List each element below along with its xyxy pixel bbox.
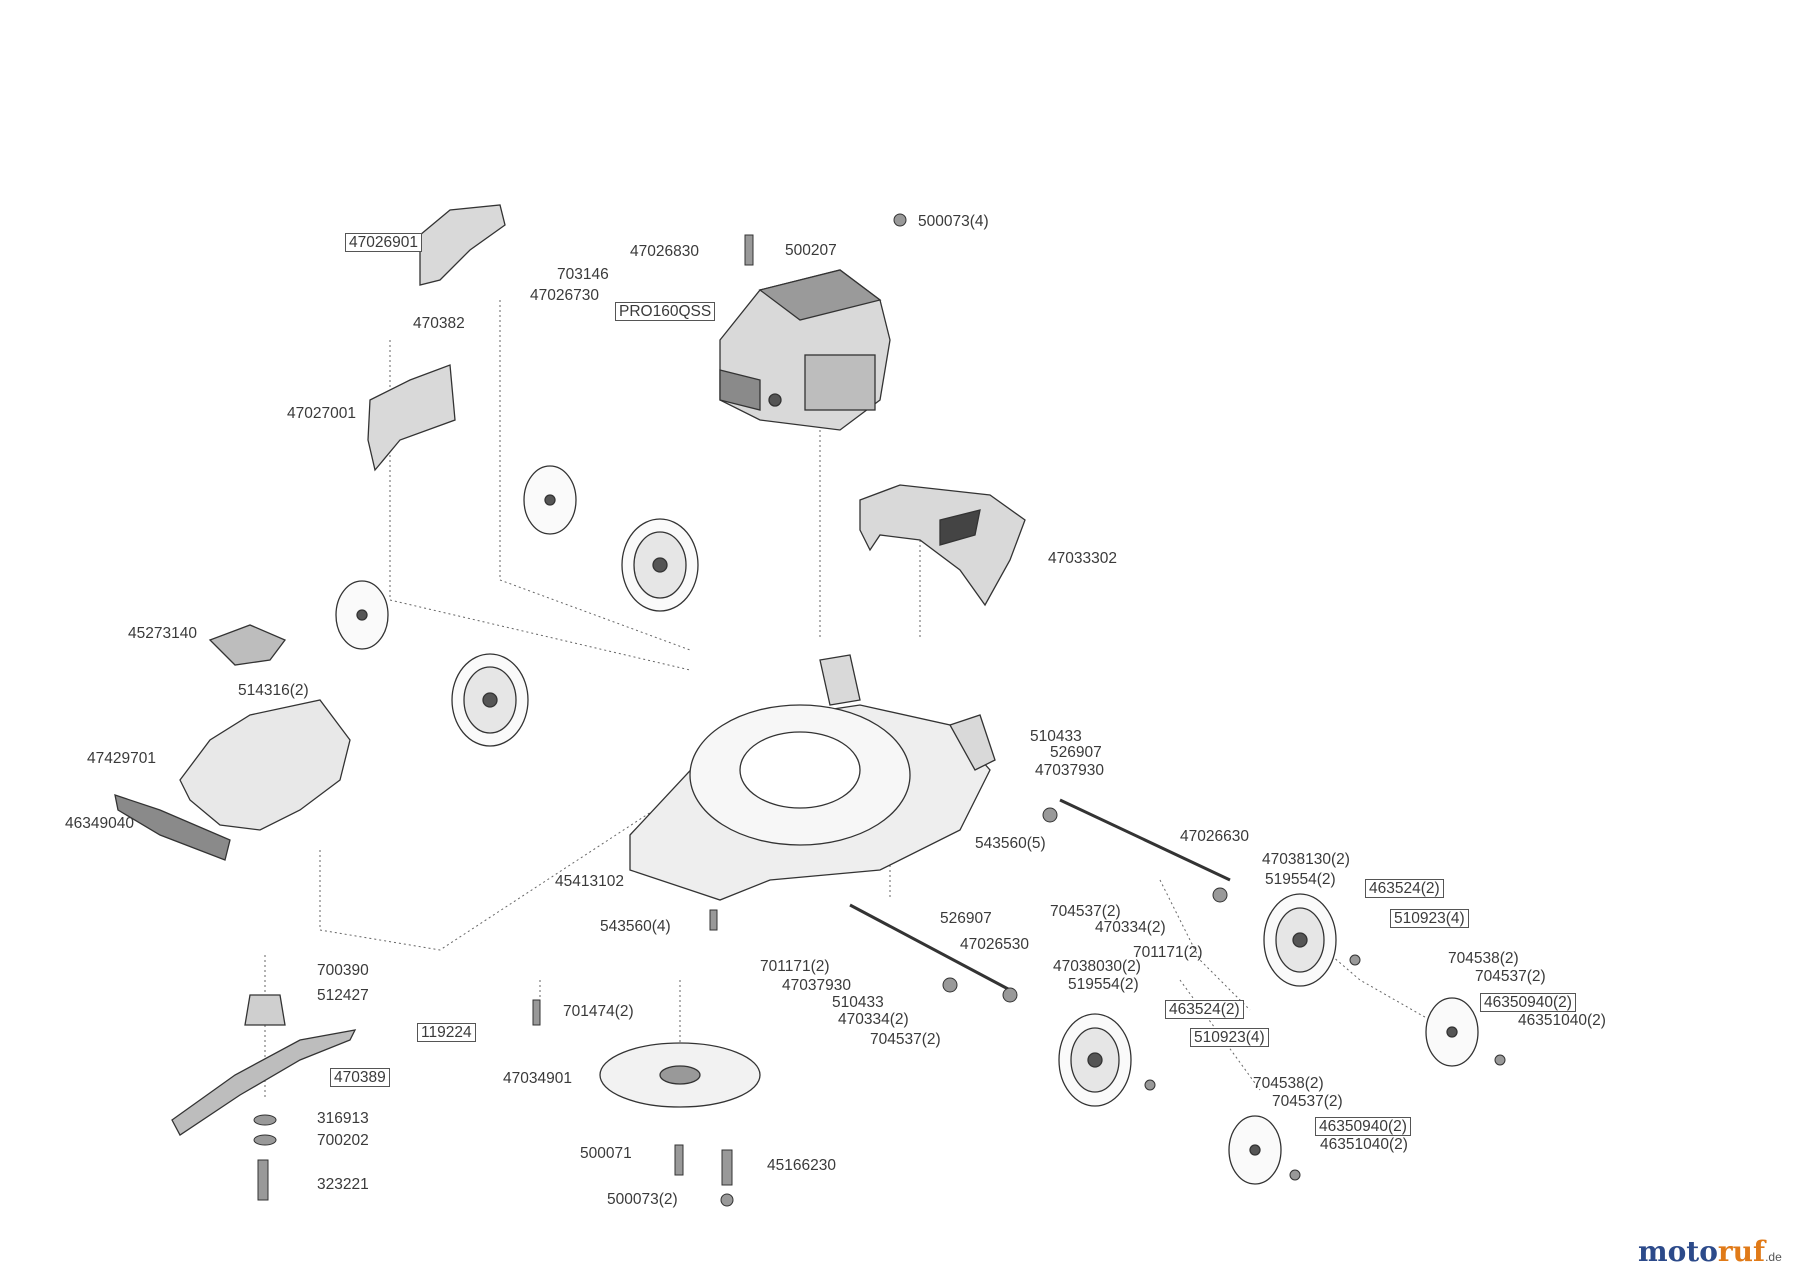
part-label-l17: 47037930: [1035, 762, 1104, 779]
part-label-l29: 526907: [940, 910, 992, 927]
part-label-l57: 704537(2): [1272, 1093, 1343, 1110]
part-label-l44: 700390: [317, 962, 369, 979]
badge-plate: [208, 624, 287, 666]
part-label-l37: 510433: [832, 994, 884, 1011]
brand-part1: moto: [1638, 1235, 1718, 1268]
part-label-l39: 704537(2): [870, 1031, 941, 1048]
part-label-l22: 463524(2): [1365, 879, 1444, 898]
part-label-l28: 543560(4): [600, 918, 671, 935]
part-label-l47: 470389: [330, 1068, 390, 1087]
part-label-l24: 470334(2): [1095, 919, 1166, 936]
wheel-rear-lower: [451, 653, 529, 747]
hubcap-rear-lower: [335, 580, 389, 650]
part-label-l01: 47026901: [345, 233, 422, 252]
rear-skirt: [179, 699, 351, 831]
part-label-l45: 512427: [317, 987, 369, 1004]
part-label-l53: 500071: [580, 1145, 632, 1162]
part-label-l41: 519554(2): [1068, 976, 1139, 993]
blade: [171, 1029, 357, 1136]
part-label-l40: 47038030(2): [1053, 958, 1141, 975]
part-label-l19: 543560(5): [975, 835, 1046, 852]
brand-part2: ruf: [1717, 1235, 1766, 1268]
part-label-l11: 45273140: [128, 625, 197, 642]
part-label-l55: 500073(2): [607, 1191, 678, 1208]
part-label-l13: 47429701: [87, 750, 156, 767]
part-label-l26: 701171(2): [1133, 944, 1203, 961]
part-label-l15: 510433: [1030, 728, 1082, 745]
wheel-rear-upper: [621, 518, 699, 612]
part-label-l07: 500073(4): [918, 213, 989, 230]
part-label-l43: 510923(4): [1190, 1028, 1269, 1047]
part-label-l46: 119224: [417, 1023, 476, 1042]
engine: [719, 269, 891, 431]
part-label-l50: 323221: [317, 1176, 369, 1193]
part-label-l33: 46350940(2): [1480, 993, 1576, 1012]
part-label-l32: 704537(2): [1475, 968, 1546, 985]
mulch-plate: [599, 1042, 761, 1108]
rear-flap: [419, 204, 506, 286]
blade-adapter: [244, 994, 286, 1026]
part-label-l05: 47026730: [530, 287, 599, 304]
part-label-l38: 470334(2): [838, 1011, 909, 1028]
hubcap-rear-upper: [523, 465, 577, 535]
part-label-l30: 47026530: [960, 936, 1029, 953]
hubcap-front-left: [1228, 1115, 1282, 1185]
part-label-l48: 316913: [317, 1110, 369, 1127]
part-label-l31: 704538(2): [1448, 950, 1519, 967]
part-label-l51: 701474(2): [563, 1003, 634, 1020]
part-label-l14: 46349040: [65, 815, 134, 832]
part-label-l06: 500207: [785, 242, 837, 259]
part-label-l42: 463524(2): [1165, 1000, 1244, 1019]
part-label-l16: 526907: [1050, 744, 1102, 761]
part-label-l18: 47026630: [1180, 828, 1249, 845]
hubcap-front-right: [1425, 997, 1479, 1067]
part-label-l12: 514316(2): [238, 682, 309, 699]
part-label-l10: 47033302: [1048, 550, 1117, 567]
part-label-l56: 704538(2): [1253, 1075, 1324, 1092]
small-hardware: [253, 213, 1506, 1207]
part-label-l21: 519554(2): [1265, 871, 1336, 888]
part-label-l04: 470382: [413, 315, 465, 332]
rear-strip: [114, 794, 231, 861]
part-label-l03: 703146: [557, 266, 609, 283]
part-label-l08: PRO160QSS: [615, 302, 716, 321]
brand-logo: motoruf.de: [1638, 1235, 1782, 1268]
part-label-l20: 47038130(2): [1262, 851, 1350, 868]
wheel-front-right: [1263, 893, 1337, 987]
wheel-front-left: [1058, 1013, 1132, 1107]
part-label-l58: 46350940(2): [1315, 1117, 1411, 1136]
part-label-l52: 47034901: [503, 1070, 572, 1087]
part-label-l54: 45166230: [767, 1157, 836, 1174]
mower-deck: [629, 654, 996, 901]
part-label-l02: 47026830: [630, 243, 699, 260]
brand-suffix: .de: [1765, 1250, 1782, 1264]
part-label-l35: 701171(2): [760, 958, 830, 975]
part-label-l25: 510923(4): [1390, 909, 1469, 928]
part-label-l34: 46351040(2): [1518, 1012, 1606, 1029]
part-label-l27: 45413102: [555, 873, 624, 890]
part-label-l49: 700202: [317, 1132, 369, 1149]
part-label-l23: 704537(2): [1050, 903, 1121, 920]
part-label-l36: 47037930: [782, 977, 851, 994]
part-label-l09: 47027001: [287, 405, 356, 422]
top-cover: [859, 484, 1026, 607]
part-label-l59: 46351040(2): [1320, 1136, 1408, 1153]
front-axle: [849, 798, 1231, 992]
rear-guard: [367, 364, 456, 472]
